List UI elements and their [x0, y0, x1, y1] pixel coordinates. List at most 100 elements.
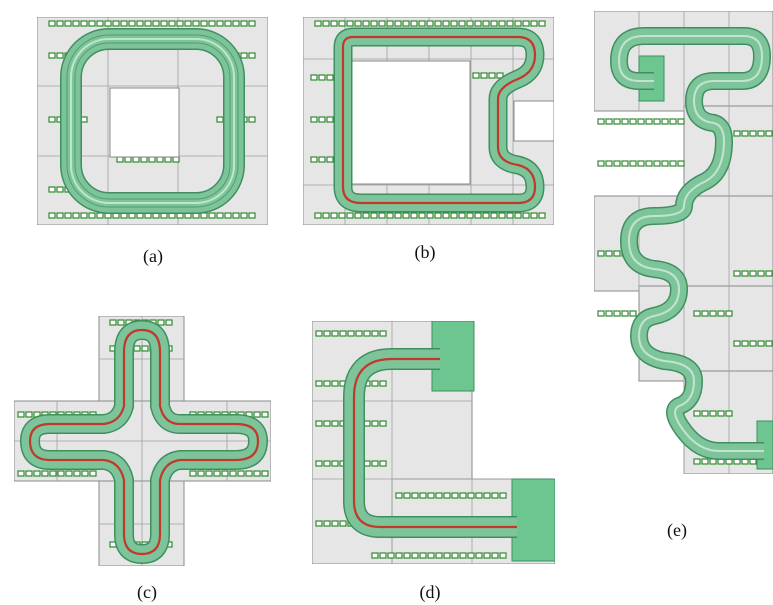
side-cutout	[513, 100, 554, 142]
module-glyph	[88, 212, 96, 219]
module-glyph	[395, 552, 403, 559]
module-glyph	[184, 20, 192, 27]
module-glyph	[458, 212, 466, 219]
module-glyph	[621, 160, 629, 167]
module-glyph	[189, 470, 197, 477]
module-glyph	[124, 156, 132, 163]
module-glyph	[371, 552, 379, 559]
module-glyph	[88, 20, 96, 27]
module-glyph	[693, 410, 701, 417]
module-glyph	[741, 130, 749, 137]
module-glyph	[48, 212, 56, 219]
module-glyph	[427, 492, 435, 499]
module-glyph	[483, 492, 491, 499]
module-glyph	[132, 156, 140, 163]
module-glyph	[41, 470, 49, 477]
module-glyph	[148, 156, 156, 163]
module-glyph	[458, 20, 466, 27]
module-glyph	[490, 20, 498, 27]
module-glyph	[80, 20, 88, 27]
center-cutout	[346, 60, 471, 185]
module-glyph	[133, 345, 141, 352]
module-glyph	[323, 420, 331, 427]
diagram-d	[312, 321, 555, 564]
module-glyph	[355, 330, 363, 337]
module-glyph	[120, 20, 128, 27]
module-glyph	[240, 212, 248, 219]
module-glyph	[323, 460, 331, 467]
module-row	[597, 118, 773, 465]
module-glyph	[80, 212, 88, 219]
module-glyph	[96, 20, 104, 27]
module-glyph	[314, 20, 322, 27]
module-glyph	[499, 552, 507, 559]
module-glyph	[165, 319, 173, 326]
module-glyph	[410, 20, 418, 27]
module-glyph	[117, 319, 125, 326]
module-glyph	[613, 160, 621, 167]
module-glyph	[530, 20, 538, 27]
module-glyph	[370, 20, 378, 27]
module-glyph	[197, 470, 205, 477]
module-glyph	[498, 212, 506, 219]
module-glyph	[152, 20, 160, 27]
module-glyph	[315, 460, 323, 467]
module-glyph	[435, 492, 443, 499]
module-glyph	[701, 458, 709, 465]
module-glyph	[232, 212, 240, 219]
module-glyph	[491, 552, 499, 559]
module-glyph	[506, 212, 514, 219]
module-glyph	[310, 156, 318, 163]
module-glyph	[104, 20, 112, 27]
module-glyph	[450, 212, 458, 219]
module-glyph	[339, 330, 347, 337]
track-loop	[19, 319, 269, 565]
module-glyph	[451, 492, 459, 499]
module-glyph	[677, 118, 685, 125]
module-glyph	[224, 212, 232, 219]
module-glyph	[240, 52, 248, 59]
module-glyph	[506, 20, 514, 27]
module-glyph	[749, 340, 757, 347]
track-loop	[333, 27, 545, 213]
module-glyph	[621, 118, 629, 125]
module-glyph	[765, 130, 773, 137]
module-glyph	[157, 319, 165, 326]
module-glyph	[248, 116, 256, 123]
module-glyph	[245, 470, 253, 477]
module-glyph	[597, 310, 605, 317]
track-u	[343, 348, 517, 538]
panel-d-u-track	[312, 321, 555, 564]
module-glyph	[64, 212, 72, 219]
module-glyph	[613, 250, 621, 257]
module-glyph	[315, 330, 323, 337]
panel-e-serpentine-track	[594, 11, 773, 474]
module-glyph	[514, 212, 522, 219]
module-glyph	[418, 212, 426, 219]
module-glyph	[757, 340, 765, 347]
module-glyph	[253, 470, 261, 477]
module-glyph	[48, 116, 56, 123]
module-glyph	[653, 118, 661, 125]
module-glyph	[530, 212, 538, 219]
module-glyph	[323, 330, 331, 337]
module-glyph	[25, 411, 33, 418]
module-glyph	[749, 270, 757, 277]
module-glyph	[757, 270, 765, 277]
module-glyph	[200, 212, 208, 219]
module-glyph	[749, 130, 757, 137]
module-glyph	[322, 20, 330, 27]
module-glyph	[331, 420, 339, 427]
module-glyph	[346, 20, 354, 27]
module-glyph	[330, 212, 338, 219]
module-glyph	[386, 212, 394, 219]
module-glyph	[48, 20, 56, 27]
diagram-e	[594, 11, 773, 474]
module-glyph	[402, 20, 410, 27]
module-glyph	[326, 116, 334, 123]
module-glyph	[522, 212, 530, 219]
diagram-c	[14, 316, 271, 566]
module-glyph	[56, 20, 64, 27]
module-glyph	[419, 552, 427, 559]
caption-d: (d)	[419, 582, 441, 602]
